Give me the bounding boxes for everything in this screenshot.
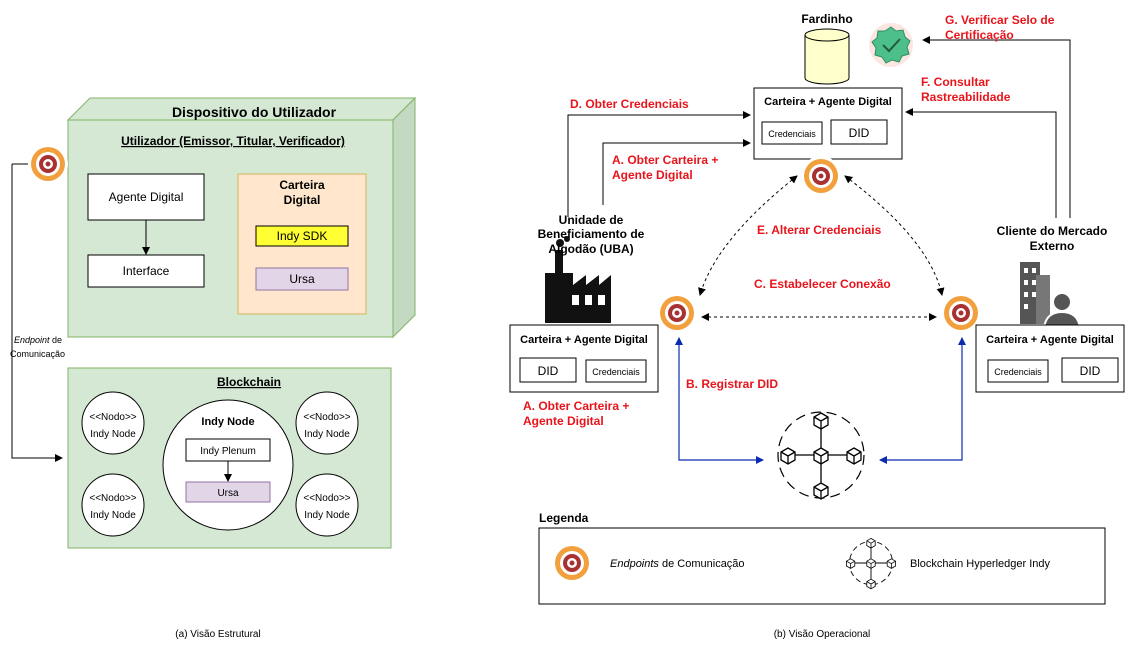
step-e-label: E. Alterar Credenciais — [757, 223, 882, 237]
node-center: Indy Node Indy Plenum Ursa — [162, 399, 294, 531]
step-d-label: D. Obter Credenciais — [570, 97, 689, 111]
step-a-bottom-line2: Agente Digital — [523, 414, 604, 428]
client-credenciais-box — [987, 359, 1049, 383]
svg-text:Indy Node: Indy Node — [201, 416, 254, 428]
agent-label: Agente Digital — [109, 190, 184, 204]
uba-label-line3: Algodão (UBA) — [548, 242, 633, 256]
svg-text:DID: DID — [849, 126, 870, 140]
device-endpoint-icon — [28, 144, 68, 184]
client-label-line1: Cliente do Mercado — [997, 224, 1108, 238]
svg-text:<<Nodo>>: <<Nodo>> — [89, 493, 136, 504]
legend-blockchain-icon — [846, 538, 896, 590]
operational-view: Fardinho Carteira + Agente Digital Crede… — [509, 12, 1125, 640]
top-did-box — [830, 119, 888, 145]
node-top-right: <<Nodo>> Indy Node — [295, 391, 359, 455]
step-f-line1: F. Consultar — [921, 75, 990, 89]
uba-endpoint-icon — [657, 293, 697, 333]
uba-wallet-title: Carteira + Agente Digital — [520, 334, 648, 346]
wallet-title-line1: Carteira — [279, 178, 325, 192]
client-endpoint-icon — [941, 293, 981, 333]
svg-text:Indy Plenum: Indy Plenum — [200, 446, 256, 457]
fardinho-cylinder — [804, 28, 850, 85]
node-top-left: <<Nodo>> Indy Node — [81, 391, 145, 455]
indy-sdk-box — [255, 225, 349, 247]
top-wallet-title: Carteira + Agente Digital — [764, 96, 892, 108]
certification-seal-icon — [869, 23, 913, 67]
svg-text:Credenciais: Credenciais — [994, 367, 1042, 377]
top-credenciais-box — [761, 121, 823, 145]
svg-text:<<Nodo>>: <<Nodo>> — [303, 493, 350, 504]
top-client-credential-arrow — [844, 175, 945, 296]
uba-label-line2: Beneficiamento de — [538, 227, 645, 241]
top-endpoint-icon — [801, 156, 841, 196]
svg-text:DID: DID — [1080, 364, 1101, 378]
endpoint-label-line2: Comunicação — [10, 349, 65, 359]
user-title: Utilizador (Emissor, Titular, Verificado… — [121, 134, 345, 148]
endpoint-label-line1: Endpoint de — [14, 335, 62, 345]
step-g-line2: Certificação — [945, 28, 1014, 42]
seal-verification-arrow — [922, 36, 1071, 218]
client-building-icon — [1020, 262, 1082, 329]
step-a-top-line1: A. Obter Carteira + — [612, 153, 718, 167]
uba-credenciais-box — [585, 359, 647, 383]
traceability-arrow — [905, 108, 1057, 218]
client-wallet-title: Carteira + Agente Digital — [986, 334, 1114, 346]
legend-box — [538, 527, 1106, 605]
caption-operational: (b) Visão Operacional — [774, 629, 871, 640]
svg-text:Indy Node: Indy Node — [90, 429, 136, 440]
legend-endpoints-label: Endpoints de Comunicação — [610, 558, 745, 570]
svg-text:Credenciais: Credenciais — [592, 367, 640, 377]
factory-icon — [545, 236, 611, 323]
legend-endpoint-icon — [552, 543, 592, 583]
blockchain-title: Blockchain — [217, 375, 281, 389]
legend-title: Legenda — [539, 511, 589, 525]
caption-structural: (a) Visão Estrutural — [175, 629, 260, 640]
obtain-wallet-arrow — [602, 139, 751, 205]
ursa-label: Ursa — [289, 272, 315, 286]
step-a-top-line2: Agente Digital — [612, 168, 693, 182]
obtain-credentials-arrow — [567, 111, 751, 217]
device-title: Dispositivo do Utilizador — [172, 104, 337, 120]
svg-text:Ursa: Ursa — [217, 488, 239, 499]
client-label-line2: Externo — [1030, 239, 1075, 253]
uba-did-box — [519, 357, 577, 383]
structural-view: Dispositivo do Utilizador Utilizador (Em… — [10, 96, 417, 640]
endpoint-to-blockchain-connector — [11, 164, 63, 462]
wallet-title-line2: Digital — [284, 193, 321, 207]
step-a-bottom-line1: A. Obter Carteira + — [523, 399, 629, 413]
uba-label-line1: Unidade de — [559, 213, 624, 227]
fardinho-label: Fardinho — [801, 12, 852, 26]
blockchain-network-icon — [777, 411, 865, 500]
interface-label: Interface — [123, 264, 170, 278]
client-did-box — [1061, 357, 1119, 383]
client-blockchain-arrow — [879, 337, 966, 464]
step-c-label: C. Estabelecer Conexão — [754, 277, 891, 291]
step-f-line2: Rastreabilidade — [921, 90, 1011, 104]
svg-text:Indy Node: Indy Node — [304, 429, 350, 440]
step-g-line1: G. Verificar Selo de — [945, 13, 1055, 27]
indy-sdk-label: Indy SDK — [277, 229, 328, 243]
svg-text:Indy Node: Indy Node — [304, 510, 350, 521]
step-b-label: B. Registrar DID — [686, 377, 778, 391]
node-bottom-right: <<Nodo>> Indy Node — [295, 473, 359, 537]
svg-text:Credenciais: Credenciais — [768, 129, 816, 139]
svg-text:<<Nodo>>: <<Nodo>> — [303, 412, 350, 423]
legend-blockchain-label: Blockchain Hyperledger Indy — [910, 558, 1051, 570]
ursa-box — [255, 267, 349, 291]
svg-text:DID: DID — [538, 364, 559, 378]
svg-text:<<Nodo>>: <<Nodo>> — [89, 412, 136, 423]
svg-text:Indy Node: Indy Node — [90, 510, 136, 521]
interface-box — [87, 254, 205, 288]
node-bottom-left: <<Nodo>> Indy Node — [81, 473, 145, 537]
uba-blockchain-arrow — [675, 337, 764, 464]
